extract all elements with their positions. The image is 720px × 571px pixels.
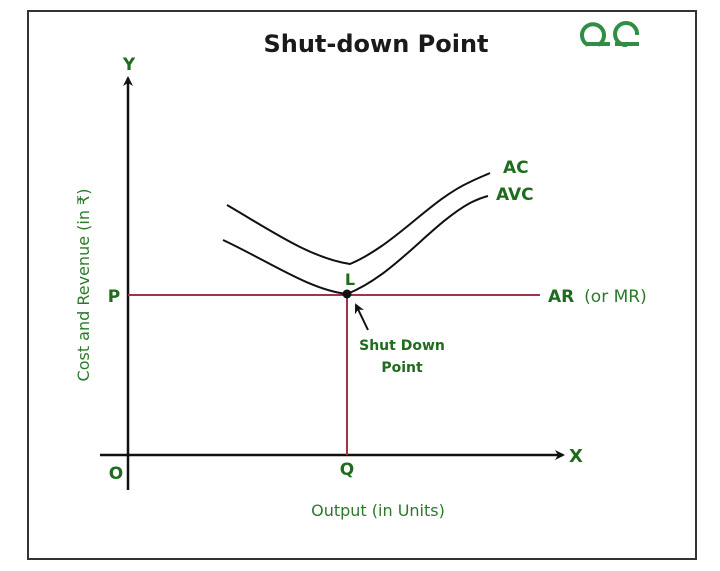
q-label: Q <box>340 460 354 480</box>
x-axis-title: Output (in Units) <box>311 501 445 520</box>
avc-curve <box>222 195 489 296</box>
annotation-arrow <box>354 303 369 331</box>
y-axis-title: Cost and Revenue (in ₹) <box>74 189 93 382</box>
ar-label-suffix: (or MR) <box>584 287 647 307</box>
l-label: L <box>345 270 355 289</box>
ar-label: AR (or MR) <box>548 287 647 307</box>
ac-curve <box>226 172 491 266</box>
annotation-line2: Point <box>381 360 423 376</box>
avc-label: AVC <box>496 185 534 205</box>
y-axis-label: Y <box>122 55 136 75</box>
page-title: Shut-down Point <box>263 30 488 58</box>
p-label: P <box>108 287 120 307</box>
shutdown-point-marker <box>342 289 352 299</box>
diagram-frame <box>27 10 697 560</box>
gfg-logo-icon <box>580 21 640 48</box>
origin-label: O <box>109 464 123 484</box>
x-axis-label: X <box>569 446 583 467</box>
ar-label-main: AR <box>548 287 574 307</box>
annotation-line1: Shut Down <box>359 338 445 354</box>
ac-label: AC <box>503 158 529 178</box>
